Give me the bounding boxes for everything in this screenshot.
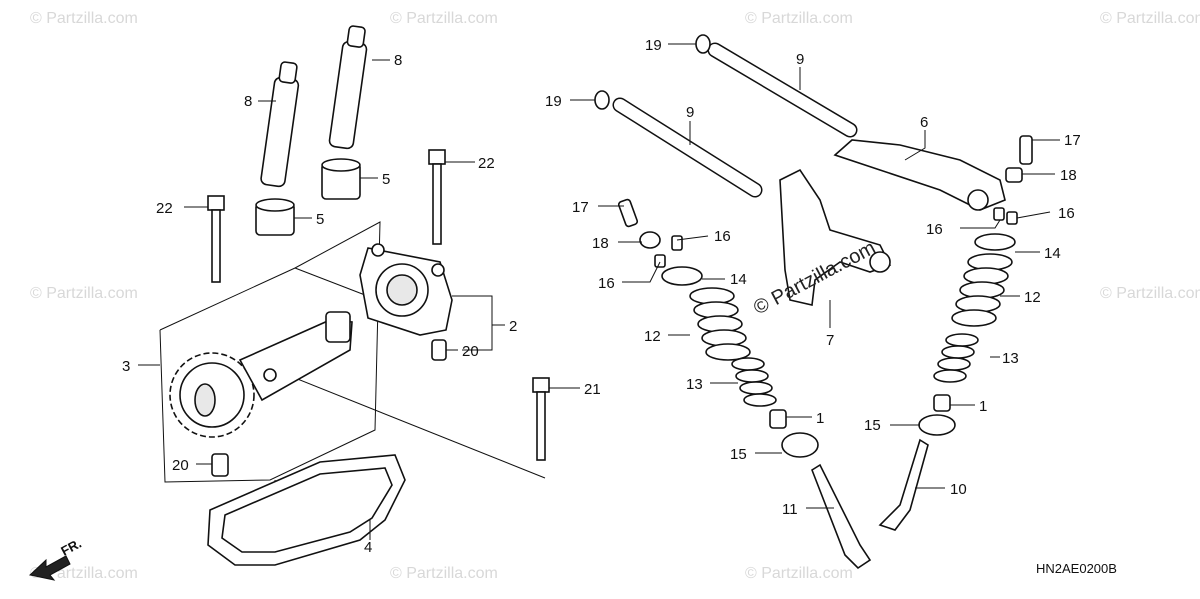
watermark: © Partzilla.com [30,285,138,302]
bolt-22-left [207,195,225,283]
watermark: © Partzilla.com [1100,10,1200,27]
label-17: 17 [572,199,589,216]
label-20: 20 [462,343,479,360]
front-arrow-label: FR. [58,536,84,559]
watermark: © Partzilla.com [30,10,138,27]
label-14: 14 [730,271,747,288]
watermark: © Partzilla.com [1100,285,1200,302]
pushrod-9-right [707,42,858,138]
gasket-4 [207,454,406,566]
collar-5-upper [321,158,361,200]
tube-8-right [328,25,368,150]
diagram-code: HN2AE0200B [1036,561,1117,576]
label-22: 22 [156,200,173,217]
label-14: 14 [1044,245,1061,262]
camshaft-3 [169,311,353,438]
part-labels: 8 8 5 5 22 22 2 20 3 20 21 4 19 19 9 9 6… [122,37,1081,556]
label-19: 19 [545,93,562,110]
label-6: 6 [920,114,928,131]
valve-stack-right [878,135,1033,531]
collar-5-lower [255,198,295,236]
label-3: 3 [122,358,130,375]
label-12: 12 [644,328,661,345]
rocker-arm-6 [833,139,1006,211]
dowel-20-left [211,453,229,477]
label-12: 12 [1024,289,1041,306]
label-8: 8 [244,93,252,110]
label-13: 13 [686,376,703,393]
label-2: 2 [509,318,517,335]
rocker-arm-7 [779,168,892,306]
label-15: 15 [864,417,881,434]
o-ring-19-lower [594,90,610,110]
label-9: 9 [686,104,694,121]
label-21: 21 [584,381,601,398]
label-16: 16 [1058,205,1075,222]
label-16: 16 [714,228,731,245]
label-19: 19 [645,37,662,54]
front-arrow: FR. [28,536,84,581]
label-1: 1 [816,410,824,427]
label-13: 13 [1002,350,1019,367]
label-16: 16 [926,221,943,238]
leader-lines [138,43,1060,540]
label-5: 5 [316,211,324,228]
watermark: © Partzilla.com [745,10,853,27]
label-11: 11 [782,501,798,518]
label-22: 22 [478,155,495,172]
o-ring-19-upper [695,34,711,54]
label-5: 5 [382,171,390,188]
label-18: 18 [592,235,609,252]
bearing-holder-2 [359,243,453,361]
label-8: 8 [394,52,402,69]
bolt-22-right [428,149,446,245]
valve-stack-left [617,198,872,570]
watermark: © Partzilla.com [745,565,853,582]
label-18: 18 [1060,167,1077,184]
label-10: 10 [950,481,967,498]
label-7: 7 [826,332,834,349]
pushrod-9-left [612,97,763,198]
label-15: 15 [730,446,747,463]
label-4: 4 [364,539,372,556]
label-20: 20 [172,457,189,474]
tube-8-left [260,61,300,188]
bolt-21 [532,377,550,461]
watermark: © Partzilla.com [390,10,498,27]
label-9: 9 [796,51,804,68]
watermark: © Partzilla.com [390,565,498,582]
label-16: 16 [598,275,615,292]
label-1: 1 [979,398,987,415]
label-17: 17 [1064,132,1081,149]
